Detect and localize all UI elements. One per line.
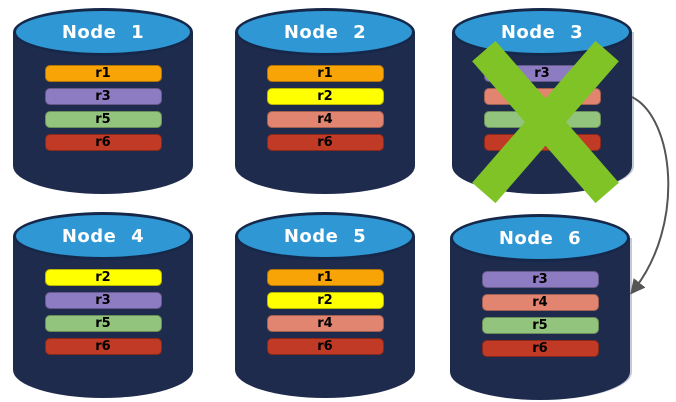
replica-bar: r3 <box>483 65 601 82</box>
replica-bar: r5 <box>481 317 599 334</box>
replica-bar: r3 <box>44 292 162 309</box>
replica-label: r6 <box>95 135 111 150</box>
node-3: Node 3 r3 <box>452 8 632 204</box>
replica-bar: r6 <box>266 338 384 355</box>
replica-label: r4 <box>317 112 333 127</box>
replica-bar: r3 <box>481 271 599 288</box>
replica-label: r1 <box>317 66 333 81</box>
node-title: Node 1 <box>61 21 145 43</box>
node-5: Node 5 r1 r2 r4 r6 <box>235 212 415 398</box>
replica-bar: r1 <box>44 65 162 82</box>
replica-rows: r2 r3 r5 r6 <box>13 269 193 355</box>
replica-label: r4 <box>532 295 548 310</box>
node-6: Node 6 r3 r4 r5 r6 <box>450 214 630 400</box>
node-2: Node 2 r1 r2 r4 r6 <box>235 8 415 194</box>
replica-label: r1 <box>95 66 111 81</box>
replica-label: r6 <box>317 135 333 150</box>
cylinder-top: Node 1 <box>13 8 193 56</box>
cylinder-top: Node 3 <box>452 8 632 56</box>
replica-label: r5 <box>532 318 548 333</box>
replica-bar: r6 <box>44 338 162 355</box>
replica-bar: r1 <box>266 269 384 286</box>
node-4: Node 4 r2 r3 r5 r6 <box>13 212 193 398</box>
node-title: Node 2 <box>283 21 367 43</box>
replica-rows: r1 r2 r4 r6 <box>235 65 415 151</box>
replica-label: r3 <box>534 66 550 81</box>
node-title: Node 6 <box>498 227 582 249</box>
replica-rows: r1 r2 r4 r6 <box>235 269 415 355</box>
replica-bar: r2 <box>44 269 162 286</box>
replica-bar: r4 <box>481 294 599 311</box>
replica-label: r1 <box>317 270 333 285</box>
replica-bar: r1 <box>266 65 384 82</box>
replica-label: r5 <box>95 112 111 127</box>
replica-label: r3 <box>532 272 548 287</box>
cylinder-top: Node 6 <box>450 214 630 262</box>
replica-bar: r5 <box>44 315 162 332</box>
replica-bar: r6 <box>266 134 384 151</box>
replica-bar: r2 <box>266 88 384 105</box>
replica-label: r2 <box>317 89 333 104</box>
replica-label: r3 <box>95 89 111 104</box>
cylinder-top: Node 4 <box>13 212 193 260</box>
replica-label: r2 <box>95 270 111 285</box>
replica-bar <box>483 88 601 105</box>
replica-bar: r3 <box>44 88 162 105</box>
node-title: Node 4 <box>61 225 145 247</box>
replica-label: r2 <box>317 293 333 308</box>
replica-bar: r5 <box>44 111 162 128</box>
replica-bar: r4 <box>266 315 384 332</box>
node-title: Node 5 <box>283 225 367 247</box>
replica-bar: r2 <box>266 292 384 309</box>
node-1: Node 1 r1 r3 r5 r6 <box>13 8 193 194</box>
replica-bar: r4 <box>266 111 384 128</box>
replica-label: r6 <box>532 341 548 356</box>
arrow-curve <box>630 96 670 295</box>
replica-label: r6 <box>317 339 333 354</box>
replica-rows: r3 <box>452 65 632 151</box>
replica-label: r4 <box>317 316 333 331</box>
replica-bar <box>483 111 601 128</box>
replica-label: r5 <box>95 316 111 331</box>
node-title: Node 3 <box>500 21 584 43</box>
replica-label: r6 <box>95 339 111 354</box>
replica-bar: r6 <box>44 134 162 151</box>
cylinder-top: Node 5 <box>235 212 415 260</box>
replica-rows: r3 r4 r5 r6 <box>450 271 630 357</box>
cylinder-top: Node 2 <box>235 8 415 56</box>
replica-rows: r1 r3 r5 r6 <box>13 65 193 151</box>
replica-bar <box>483 134 601 151</box>
replica-label: r3 <box>95 293 111 308</box>
replica-bar: r6 <box>481 340 599 357</box>
